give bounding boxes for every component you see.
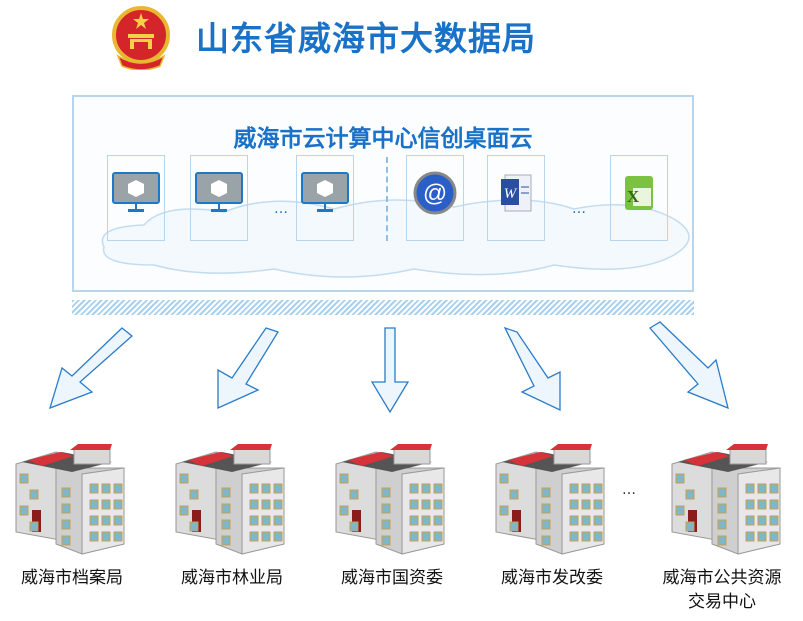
arrow-to-public-resources <box>649 321 729 410</box>
building-icon <box>15 444 125 555</box>
hatched-separator <box>72 300 694 315</box>
cloud-desktop-panel: 威海市云计算中心信创桌面云 … @ W … X <box>72 95 694 292</box>
page-title: 山东省威海市大数据局 <box>196 19 536 58</box>
desktop-tile[interactable] <box>296 155 354 241</box>
email-at-icon: @ <box>413 171 457 215</box>
divider <box>386 157 388 241</box>
national-emblem-icon <box>112 6 170 70</box>
svg-text:@: @ <box>423 180 447 207</box>
ellipsis: … <box>274 201 288 217</box>
arrow-to-forestry <box>217 327 279 410</box>
excel-spreadsheet-icon: X <box>625 176 653 210</box>
ellipsis: … <box>572 201 586 217</box>
app-tile-email[interactable]: @ <box>406 155 464 241</box>
desktop-tile[interactable] <box>107 155 165 241</box>
app-tile-word[interactable]: W <box>487 155 545 241</box>
desktop-tile[interactable] <box>190 155 248 241</box>
department-label-line2: 交易中心 <box>688 592 756 612</box>
department-label-line1: 威海市公共资源 <box>662 568 782 588</box>
ellipsis: … <box>622 482 636 498</box>
building-icon <box>495 444 605 555</box>
virtual-desktop-monitor-icon <box>301 172 349 212</box>
department-label: 威海市公共资源交易中心 <box>642 566 802 614</box>
distribution-arrows <box>48 321 729 414</box>
department-label: 威海市林业局 <box>181 568 283 588</box>
cloud-panel-title: 威海市云计算中心信创桌面云 <box>233 126 533 152</box>
department-label: 威海市国资委 <box>341 568 443 588</box>
department-label: 威海市发改委 <box>501 568 603 588</box>
word-document-icon: W <box>501 174 532 212</box>
arrow-to-sasac <box>370 327 410 414</box>
svg-text:X: X <box>627 187 640 206</box>
virtual-desktop-monitor-icon <box>112 172 160 212</box>
department-label: 威海市档案局 <box>21 568 123 588</box>
app-tile-excel[interactable]: X <box>610 155 668 241</box>
virtual-desktop-monitor-icon <box>195 172 243 212</box>
building-icon <box>175 444 285 555</box>
building-icon <box>335 444 445 555</box>
arrow-to-ndrc <box>503 326 561 412</box>
arrow-to-archives <box>48 327 134 410</box>
svg-text:W: W <box>504 186 518 202</box>
building-icon <box>671 444 781 555</box>
